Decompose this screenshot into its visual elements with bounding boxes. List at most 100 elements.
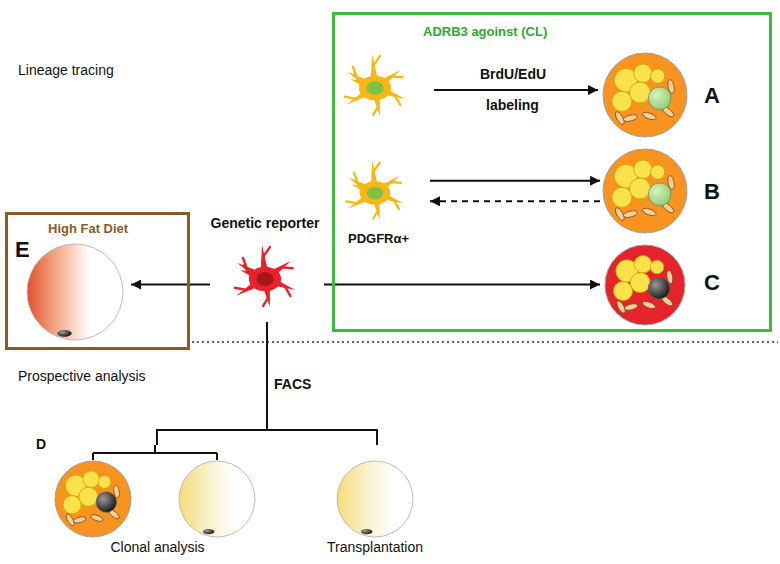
adipocyte bbox=[605, 245, 685, 325]
lipid-droplet bbox=[613, 281, 632, 300]
cell-body bbox=[360, 181, 391, 204]
panel-letter: C bbox=[704, 271, 720, 295]
mitochondrion bbox=[623, 209, 638, 218]
lipid-droplet bbox=[634, 160, 652, 178]
panel-letter: B bbox=[704, 180, 720, 204]
panel-letter: E bbox=[15, 238, 30, 262]
cell-nucleus bbox=[256, 272, 273, 285]
adipocyte-nucleus bbox=[648, 277, 670, 299]
lipid-droplet bbox=[650, 260, 664, 274]
panel-title: High Fat Diet bbox=[48, 220, 128, 237]
panel-letter: A bbox=[704, 84, 720, 108]
lipid-droplet bbox=[634, 64, 652, 82]
cell-branch bbox=[392, 75, 403, 78]
annotation: Lineage tracing bbox=[18, 62, 114, 79]
white-adipocyte bbox=[179, 461, 255, 537]
annotation: labeling bbox=[486, 97, 539, 114]
cell-branch bbox=[263, 297, 268, 306]
adipocyte bbox=[603, 53, 687, 137]
lipid-droplet bbox=[83, 471, 100, 488]
mitochondrion bbox=[624, 303, 639, 312]
cell-label: Transplantation bbox=[315, 539, 435, 556]
cell-body bbox=[359, 76, 391, 101]
adipocyte-nucleus bbox=[57, 330, 71, 337]
lipid-droplet bbox=[629, 82, 650, 103]
cell-branch bbox=[373, 163, 380, 172]
adipocyte-nucleus bbox=[648, 183, 671, 206]
panel-letter: D bbox=[36, 436, 46, 453]
connector-arrow bbox=[157, 322, 267, 445]
connector-arrow bbox=[430, 200, 600, 202]
mitochondrion bbox=[614, 110, 626, 125]
mitochondrion bbox=[614, 206, 626, 221]
cell-label: PDGFRα+ bbox=[348, 230, 409, 247]
connector-arrow bbox=[267, 322, 377, 445]
top-cell-group bbox=[345, 54, 406, 116]
cell-branch bbox=[373, 106, 378, 115]
mitochondrion bbox=[642, 300, 657, 310]
adipocyte bbox=[55, 461, 131, 537]
lipid-droplet bbox=[98, 475, 111, 488]
cell-branch bbox=[355, 180, 359, 188]
lipid-droplet bbox=[650, 165, 664, 179]
mitochondrion bbox=[641, 111, 656, 121]
lipid-droplet bbox=[612, 187, 632, 207]
lipid-droplet bbox=[630, 273, 650, 293]
adipocyte-nucleus bbox=[648, 87, 671, 110]
annotation: Prospective analysis bbox=[18, 368, 146, 385]
progenitor-cell: PDGFRα+ bbox=[338, 155, 430, 250]
cell-branch bbox=[244, 265, 249, 273]
lipid-droplet bbox=[650, 69, 664, 83]
clonal-analysis: Clonal analysis bbox=[45, 445, 274, 560]
diet-panel: High Fat DietE bbox=[5, 212, 190, 350]
cell-branch bbox=[373, 56, 380, 66]
cell-branch bbox=[394, 200, 399, 209]
cell-branch bbox=[285, 286, 291, 296]
annotation: BrdU/EdU bbox=[480, 66, 546, 83]
lipid-droplet bbox=[63, 496, 81, 514]
adipocyte bbox=[603, 149, 687, 233]
cell-branch bbox=[235, 288, 246, 290]
lipid-droplet bbox=[629, 178, 650, 199]
cell-body bbox=[249, 267, 281, 292]
cell-label: Clonal analysis bbox=[45, 539, 270, 556]
white-adipocyte bbox=[337, 461, 413, 537]
adipocyte-nucleus bbox=[96, 492, 117, 513]
section-divider bbox=[192, 341, 778, 343]
mitochondrion bbox=[65, 513, 76, 527]
split-line bbox=[93, 445, 217, 460]
cell-branch bbox=[373, 210, 378, 218]
adipocyte-nucleus bbox=[203, 529, 214, 534]
annotation: FACS bbox=[274, 376, 311, 393]
cell-branch bbox=[345, 97, 356, 99]
white-adipocyte bbox=[27, 244, 123, 340]
cell-branch bbox=[395, 95, 401, 105]
lipid-droplet bbox=[612, 91, 632, 111]
beige-adipocyte: C bbox=[600, 241, 730, 329]
beige-adipocyte: B bbox=[600, 148, 730, 234]
mitochondrion bbox=[615, 300, 627, 315]
labeling-arrow bbox=[434, 89, 598, 91]
mitochondrion bbox=[641, 207, 656, 217]
mitochondrion bbox=[623, 113, 638, 122]
cell-branch bbox=[354, 74, 359, 82]
white-adipocyte-node: E bbox=[13, 238, 131, 344]
cell-nucleus bbox=[366, 81, 383, 94]
beige-adipocyte: A bbox=[600, 50, 730, 140]
cell-nucleus bbox=[367, 187, 383, 200]
agonist-panel: ADRB3 agoinst (CL) PDGFRα+ A B C bbox=[332, 12, 772, 332]
cell-branch bbox=[282, 266, 293, 269]
cell-branch bbox=[346, 201, 357, 203]
mitochondrion bbox=[73, 516, 87, 524]
connector-arrow bbox=[430, 180, 600, 182]
cell-branch bbox=[263, 247, 270, 257]
transplantation: Transplantation bbox=[315, 445, 439, 560]
cell-label: Genetic reporter bbox=[210, 215, 320, 232]
lipid-droplet bbox=[79, 487, 98, 506]
panel-title: ADRB3 agoinst (CL) bbox=[423, 23, 547, 40]
connector-arrow bbox=[131, 284, 210, 286]
adipocyte-nucleus bbox=[361, 529, 372, 534]
connector-arrow bbox=[324, 284, 600, 286]
